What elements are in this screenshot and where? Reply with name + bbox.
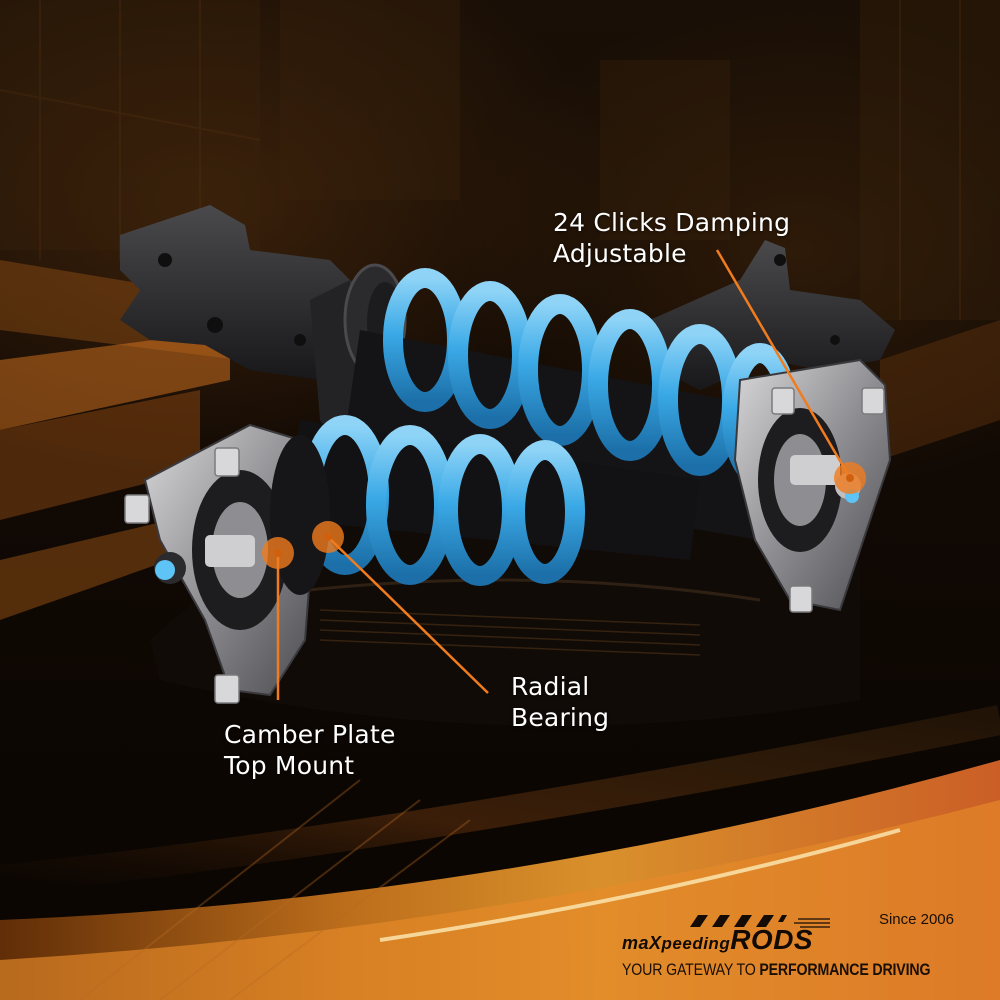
callout-leader-radial — [327, 536, 489, 694]
callout-leader-damping — [715, 249, 852, 479]
callout-camber-label: Camber Plate Top Mount — [224, 719, 396, 781]
callout-camber-line1: Camber Plate — [224, 720, 396, 749]
coilover-illustration — [120, 205, 895, 704]
callout-damping-line2: Adjustable — [553, 239, 687, 268]
brand-since: Since 2006 — [878, 911, 954, 928]
brand-prefix: maX — [622, 933, 662, 953]
checkered-flag-icon — [690, 915, 830, 928]
callout-radial-label: Radial Bearing — [511, 671, 609, 733]
tagline-light: YOUR GATEWAY TO — [622, 961, 760, 979]
callout-radial-line2: Bearing — [511, 703, 610, 732]
callout-damping-line1: 24 Clicks Damping — [553, 208, 791, 237]
callout-leaders — [262, 249, 866, 700]
callout-damping-label: 24 Clicks Damping Adjustable — [553, 207, 790, 269]
brand-tagline: YOUR GATEWAY TO PERFORMANCE DRIVING — [622, 961, 930, 980]
brand-mid: peeding — [661, 934, 731, 953]
callout-radial-line1: Radial — [511, 672, 590, 701]
brand-suffix: RODS — [730, 924, 814, 955]
callout-camber-line2: Top Mount — [224, 751, 355, 780]
tagline-bold: PERFORMANCE DRIVING — [759, 961, 931, 979]
brand-logo: maXpeedingRODS — [622, 924, 813, 956]
